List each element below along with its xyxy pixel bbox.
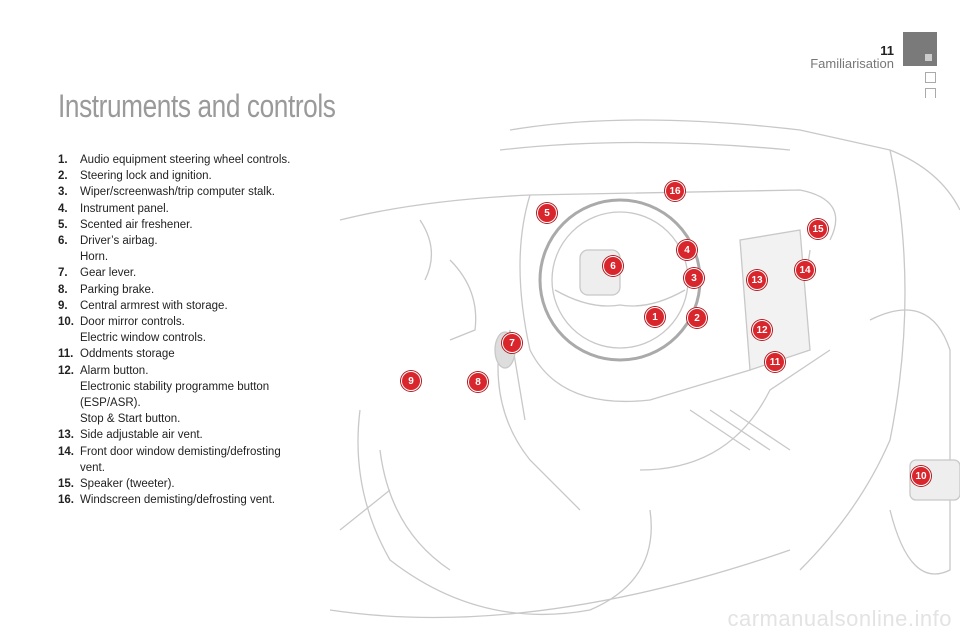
callout-badge: 5 [537, 203, 557, 223]
item-number: 4. [58, 202, 68, 215]
callout-badge: 12 [752, 320, 772, 340]
item-text: Steering lock and ignition. [80, 170, 212, 183]
item-text: Speaker (tweeter). [80, 478, 175, 491]
item-number: 14. [58, 445, 74, 458]
callout-badge: 2 [687, 308, 707, 328]
item-number: 2. [58, 170, 68, 183]
item-number: 5. [58, 218, 68, 231]
list-item: 13. Side adjustable air vent. [58, 427, 290, 443]
item-number [58, 379, 80, 395]
item-text: Windscreen demisting/defrosting vent. [80, 494, 275, 507]
list-item: 11. Oddments storage [58, 346, 290, 362]
item-text: Instrument panel. [80, 202, 169, 215]
item-number: 10. [58, 316, 74, 329]
item-text: (ESP/ASR). [80, 397, 141, 410]
item-text: Side adjustable air vent. [80, 429, 203, 442]
item-text: Door mirror controls. [80, 316, 185, 329]
chapter-tab [903, 32, 937, 66]
item-number: 8. [58, 283, 68, 296]
callout-badge: 7 [502, 333, 522, 353]
page-title: Instruments and controls [58, 88, 336, 124]
callout-badge: 11 [765, 352, 785, 372]
list-item: Electric window controls. [58, 330, 290, 346]
callout-badge: 16 [665, 181, 685, 201]
item-number: 1. [58, 154, 68, 166]
callout-badge: 14 [795, 260, 815, 280]
item-number: 13. [58, 429, 74, 442]
callout-badge: 4 [677, 240, 697, 260]
callout-badge: 6 [603, 256, 623, 276]
item-text: Driver’s airbag. [80, 235, 158, 248]
dashboard-illustration [330, 119, 960, 619]
list-item: (ESP/ASR). [58, 395, 290, 411]
item-number: 7. [58, 267, 68, 280]
chapter-marker [925, 88, 936, 98]
callout-badge: 1 [645, 307, 665, 327]
list-item: vent. [58, 460, 290, 476]
item-text: Wiper/screenwash/trip computer stalk. [80, 186, 275, 199]
list-item: 3. Wiper/screenwash/trip computer stalk. [58, 184, 290, 200]
controls-list: 1. Audio equipment steering wheel control… [58, 152, 290, 508]
callout-badge: 9 [401, 371, 421, 391]
item-text: Stop & Start button. [80, 413, 181, 426]
callout-badge: 3 [684, 268, 704, 288]
item-number: 3. [58, 186, 68, 199]
item-text: Horn. [80, 251, 109, 264]
list-item: 16. Windscreen demisting/defrosting vent. [58, 492, 290, 508]
page-number: 11 [880, 43, 894, 58]
list-item: 8. Parking brake. [58, 282, 290, 298]
item-number: 11. [58, 348, 74, 361]
item-text: Electronic stability programme button [80, 380, 270, 393]
list-item: 15. Speaker (tweeter). [58, 476, 290, 492]
callout-badge: 13 [747, 270, 767, 290]
item-number [58, 395, 80, 411]
callout-badge: 8 [468, 372, 488, 392]
list-item: 1. Audio equipment steering wheel control… [58, 152, 290, 168]
item-text: Parking brake. [80, 283, 155, 296]
list-item: 4. Instrument panel. [58, 201, 290, 217]
item-text: Alarm button. [80, 364, 149, 377]
item-number: 16. [58, 494, 74, 507]
item-text: Audio equipment steering wheel controls. [80, 154, 291, 166]
watermark: carmanualsonline.info [727, 606, 952, 631]
list-item: 14. Front door window demisting/defrostin… [58, 444, 290, 460]
section-title: Familiarisation [810, 56, 894, 71]
list-item: 6. Driver’s airbag. [58, 233, 290, 249]
item-number [58, 330, 80, 346]
item-number [58, 249, 80, 265]
callout-badge: 10 [911, 466, 931, 486]
list-item: 10. Door mirror controls. [58, 314, 290, 330]
callout-badge: 15 [808, 219, 828, 239]
item-number: 6. [58, 235, 68, 248]
item-text: Central armrest with storage. [80, 299, 228, 312]
item-text: Electric window controls. [80, 332, 206, 345]
item-number: 15. [58, 478, 74, 491]
chapter-marker [925, 72, 936, 83]
item-number: 9. [58, 299, 68, 312]
item-text: Oddments storage [80, 348, 175, 361]
list-item: 2. Steering lock and ignition. [58, 168, 290, 184]
item-text: vent. [80, 461, 105, 474]
list-item: 5. Scented air freshener. [58, 217, 290, 233]
item-text: Gear lever. [80, 267, 137, 280]
list-item: Horn. [58, 249, 290, 265]
item-number: 12. [58, 364, 74, 377]
list-item: Stop & Start button. [58, 411, 290, 427]
list-item: 9. Central armrest with storage. [58, 298, 290, 314]
list-item: Electronic stability programme button [58, 379, 290, 395]
list-item: 12. Alarm button. [58, 363, 290, 379]
item-text: Front door window demisting/defrosting [80, 445, 281, 458]
list-item: 7. Gear lever. [58, 265, 290, 281]
item-number [58, 460, 80, 476]
item-number [58, 411, 80, 427]
item-text: Scented air freshener. [80, 218, 193, 231]
